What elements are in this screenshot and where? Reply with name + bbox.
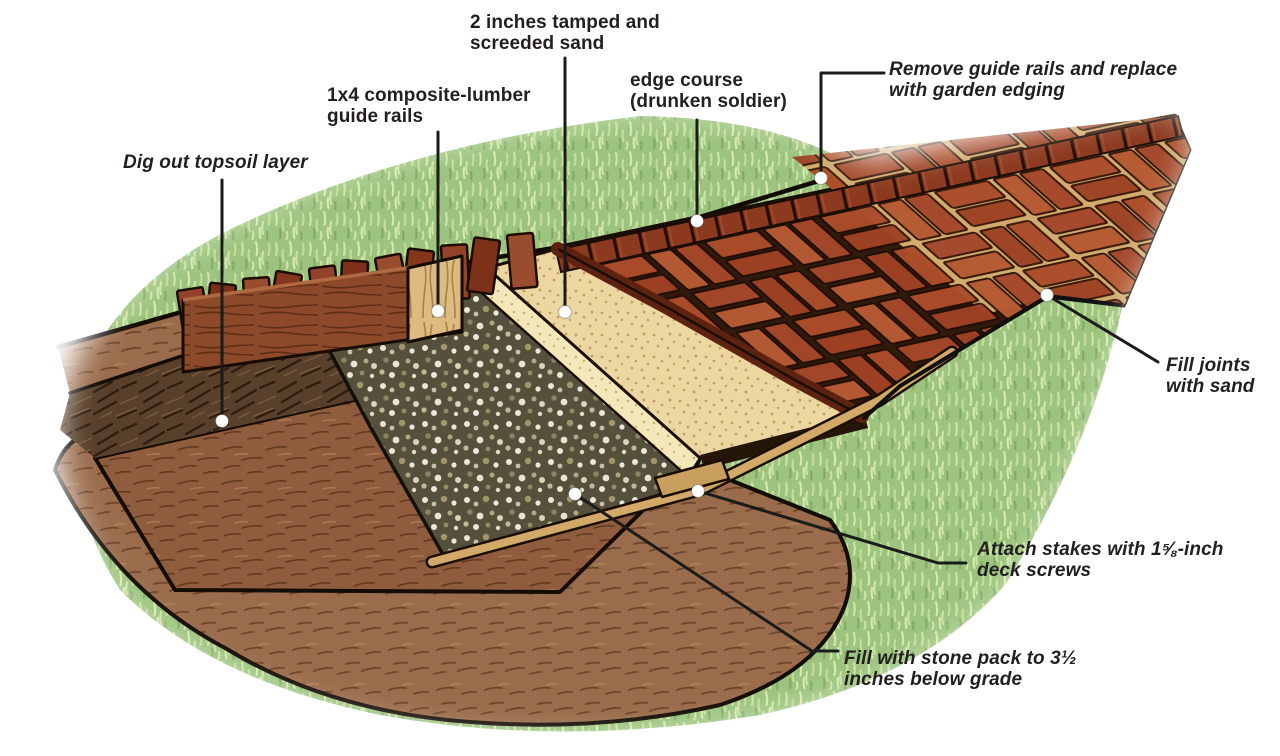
dot-edge-course bbox=[689, 213, 705, 229]
leader-attach-stakes bbox=[696, 489, 968, 565]
dot-sand-bed bbox=[557, 304, 573, 320]
dot-guide-rails bbox=[430, 303, 446, 319]
leader-fill-joints bbox=[1045, 293, 1160, 364]
near-edge-line bbox=[862, 293, 1122, 420]
dot-remove-rails bbox=[813, 170, 829, 186]
label-guide-rails: 1x4 composite-lumber guide rails bbox=[327, 85, 531, 128]
stake bbox=[653, 458, 731, 499]
callout-dots bbox=[214, 170, 1055, 502]
label-fill-joints: Fill joints with sand bbox=[1166, 355, 1255, 398]
label-remove-rails: Remove guide rails and replace with gard… bbox=[889, 59, 1178, 102]
label-stone-pack: Fill with stone pack to 3½ inches below … bbox=[844, 648, 1077, 691]
dot-stone-pack bbox=[567, 486, 583, 502]
leader-lines bbox=[220, 56, 1160, 653]
leader-remove-rails bbox=[819, 71, 886, 173]
leader-stone-pack bbox=[573, 492, 840, 653]
label-attach-stakes: Attach stakes with 1⅝-inch deck screws bbox=[977, 539, 1224, 582]
dot-dig-topsoil bbox=[214, 413, 230, 429]
guide-rail-cut-panel bbox=[406, 254, 464, 344]
label-sand-bed: 2 inches tamped and screeded sand bbox=[470, 12, 660, 55]
label-edge-course: edge course (drunken soldier) bbox=[630, 70, 787, 113]
dot-attach-stakes bbox=[690, 483, 706, 499]
label-dig-topsoil: Dig out topsoil layer bbox=[123, 152, 308, 173]
brick-field-sand-joints bbox=[792, 116, 1190, 314]
edge-course-band bbox=[554, 114, 1185, 274]
dot-fill-joints bbox=[1039, 287, 1055, 303]
brick-front-outline bbox=[557, 247, 863, 418]
